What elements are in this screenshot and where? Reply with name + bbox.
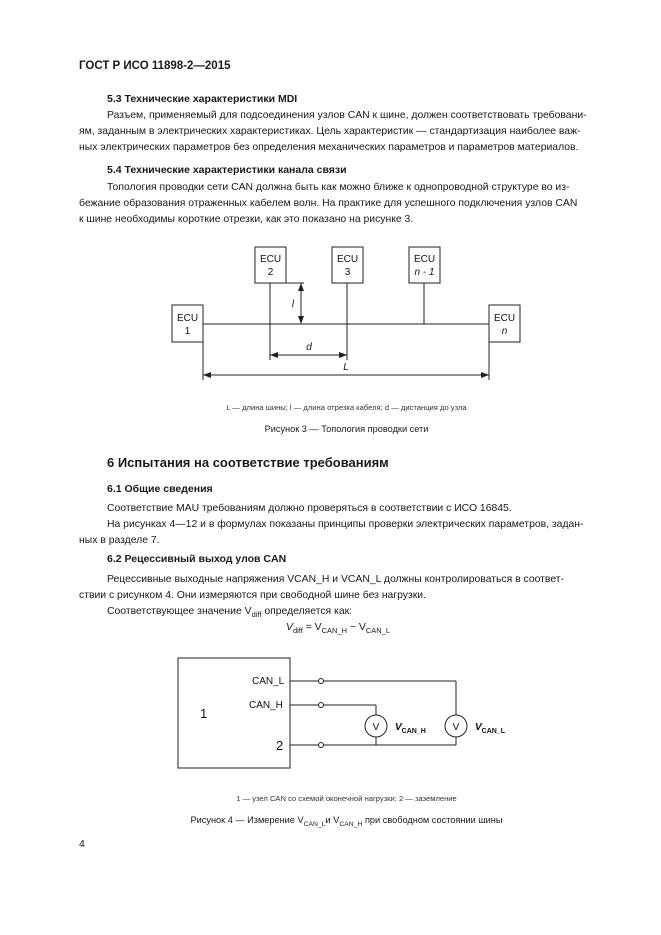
text-line: ных электрических параметров без определ… <box>79 142 579 153</box>
text-line: На рисунках 4—12 и в формулах показаны п… <box>107 519 584 530</box>
formula-eq: = V <box>302 622 322 633</box>
ecu-n-box <box>488 304 521 343</box>
L-label: L <box>343 362 349 373</box>
text-fragment: определяется как: <box>261 606 353 617</box>
voltmeter-v-label: V <box>373 722 380 733</box>
l-arrow-top <box>298 283 304 291</box>
figure-3-caption: Рисунок 3 — Топология проводки сети <box>264 424 429 434</box>
section-6-2-title: 6.2 Рецессивный выход улов CAN <box>107 553 287 565</box>
vcanl-v: V <box>475 722 483 733</box>
ground-2-label: 2 <box>276 738 283 753</box>
L-arrow-right <box>481 372 489 378</box>
text-line: Соответствие MAU требованиям должно пров… <box>107 503 512 514</box>
terminal-can-h <box>318 702 324 708</box>
vcanl-label: VCAN_L <box>475 722 506 735</box>
section-5-4-title: 5.4 Технические характеристики канала св… <box>107 164 347 176</box>
text-line: ям, заданным в электрических характерист… <box>79 126 581 137</box>
subscript: diff <box>251 610 262 620</box>
l-label: l <box>292 299 295 310</box>
ecu-n-number: n <box>502 326 508 337</box>
l-arrow-bottom <box>298 316 304 324</box>
formula-vdiff: Vdiff = VCAN_H − VCAN_L <box>286 622 390 635</box>
ecu-n-1-number: n - 1 <box>414 267 434 278</box>
ecu-3-label: ECU <box>337 254 358 265</box>
can-l-label: CAN_L <box>252 676 285 687</box>
voltmeter-can-l <box>444 714 468 738</box>
page-header: ГОСТ Р ИСО 11898-2—2015 <box>79 60 231 72</box>
page-number: 4 <box>79 838 85 850</box>
section-6-1-title: 6.1 Общие сведения <box>107 483 213 495</box>
terminal-can-l <box>318 678 324 684</box>
ecu-2-label: ECU <box>260 254 281 265</box>
vcanh-label: VCAN_H <box>395 722 426 735</box>
section-5-3-text: Разъем, применяемый для подсоединения уз… <box>79 108 614 156</box>
ecu-1-label: ECU <box>177 313 198 324</box>
figure-4-legend: 1 — узел CAN со схемой оконечной нагрузк… <box>236 794 457 803</box>
ecu-n-label: ECU <box>494 313 515 324</box>
voltmeter-can-h <box>364 714 388 738</box>
ecu-3-number: 3 <box>345 267 351 278</box>
ecu-1-number: 1 <box>185 326 191 337</box>
text-line: ствии с рисунком 4. Они измеряются при с… <box>79 590 426 601</box>
text-line: Соответствующее значение Vdiff определяе… <box>79 604 614 623</box>
formula-minus: − V <box>347 622 366 633</box>
section-5-3-title: 5.3 Технические характеристики MDI <box>107 93 298 105</box>
can-h-label: CAN_H <box>249 700 283 711</box>
d-arrow-right <box>339 352 347 358</box>
formula-sub: CAN_L <box>365 626 390 636</box>
caption-sub: CAN_H <box>339 820 363 828</box>
caption-sub: CAN_L <box>303 820 326 828</box>
can-node-box <box>177 657 291 769</box>
vcanl-sub: CAN_L <box>482 728 506 735</box>
formula-sub: diff <box>292 626 303 636</box>
section-6-2-text: Рецессивные выходные напряжения VCAN_H и… <box>79 572 614 623</box>
ecu-2-number: 2 <box>268 267 274 278</box>
text-line: к шине необходимы короткие отрезки, как … <box>79 214 414 225</box>
d-label: d <box>306 342 312 353</box>
caption-fragment: и V <box>325 815 340 825</box>
node-1-label: 1 <box>200 706 207 721</box>
caption-fragment: Рисунок 4 — Измерение V <box>190 815 304 825</box>
text-line: бежание образования отраженных кабелем в… <box>79 198 578 209</box>
formula-v: V <box>286 622 293 633</box>
vcanh-sub: CAN_H <box>402 728 426 735</box>
vcanh-v: V <box>395 722 403 733</box>
text-line: Рецессивные выходные напряжения VCAN_H и… <box>107 574 564 585</box>
d-arrow-left <box>270 352 278 358</box>
text-line: Разъем, применяемый для подсоединения уз… <box>107 110 587 121</box>
ecu-n-1-label: ECU <box>414 254 435 265</box>
caption-fragment: при свободном состоянии шины <box>362 815 503 825</box>
text-fragment: Соответствующее значение V <box>107 606 252 617</box>
section-6-title: 6 Испытания на соответствие требованиям <box>107 455 389 470</box>
text-line: Топология проводки сети CAN должна быть … <box>107 182 570 193</box>
section-6-1-text: Соответствие MAU требованиям должно пров… <box>79 501 614 549</box>
terminal-ground <box>318 742 324 748</box>
formula-sub: CAN_H <box>321 626 348 636</box>
voltmeter-v-label: V <box>453 722 460 733</box>
section-5-4-text: Топология проводки сети CAN должна быть … <box>79 180 614 228</box>
ecu-1-box <box>171 304 204 343</box>
figure-3-legend: L — длина шины; l — длина отрезка кабеля… <box>226 403 467 412</box>
figure-4-caption: Рисунок 4 — Измерение VCAN_Lи VCAN_H при… <box>79 815 614 828</box>
L-arrow-left <box>203 372 211 378</box>
text-line: ных в разделе 7. <box>79 535 160 546</box>
